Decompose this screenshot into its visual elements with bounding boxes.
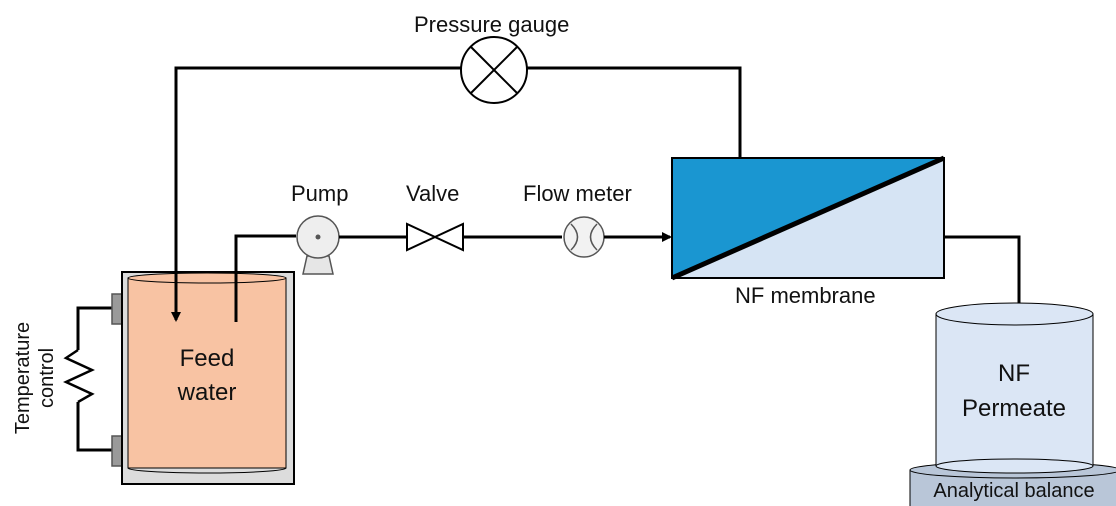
return-line-left <box>171 66 461 322</box>
feed-water-top <box>127 272 287 284</box>
heater-resistor-icon <box>63 348 95 404</box>
valve-label: Valve <box>406 181 460 206</box>
return-line-right <box>527 66 742 158</box>
flow-meter-label: Flow meter <box>523 181 632 206</box>
feed-line <box>234 234 296 322</box>
feed-water-tank <box>121 271 295 485</box>
feed-water-body <box>127 277 287 469</box>
pressure-gauge-icon <box>460 36 528 104</box>
feed-water-label-line1: Feed <box>179 345 235 372</box>
analytical-balance-label: Analytical balance <box>933 480 1095 502</box>
permeate-label-line1: NF <box>998 360 1030 387</box>
permeate-label-line2: Permeate <box>961 395 1067 422</box>
pump-label: Pump <box>291 181 349 206</box>
pressure-gauge-label: Pressure gauge <box>414 12 570 37</box>
temperature-control-label-line2: control <box>36 347 58 409</box>
pump-icon <box>296 215 340 275</box>
nf-membrane-module <box>670 155 946 281</box>
flow-meter-icon <box>563 216 605 258</box>
temperature-control-label-line1: Temperature <box>12 321 34 435</box>
nf-membrane-label: NF membrane <box>735 283 876 308</box>
permeate-container <box>935 302 1094 474</box>
valve-icon <box>406 222 464 252</box>
feed-water-label-line2: water <box>177 379 237 406</box>
temperature-control-circuit <box>63 293 125 467</box>
